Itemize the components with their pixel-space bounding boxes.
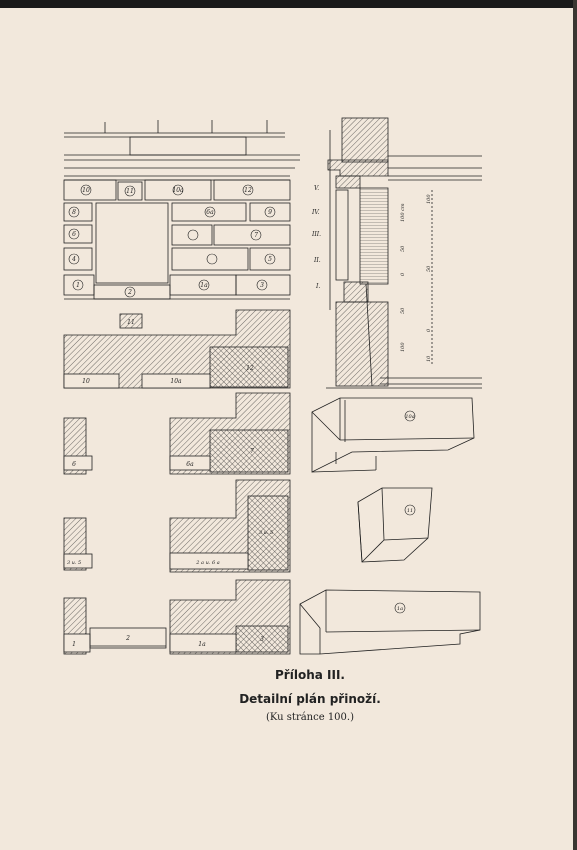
plan-label: 11: [127, 319, 135, 326]
section-level-markers: V. IV. III. II. I.: [311, 185, 321, 290]
scale-tick: 100: [426, 194, 432, 204]
plan-label: 1: [72, 641, 76, 648]
stone-label: 6: [72, 231, 76, 238]
stone-label: 7: [254, 232, 258, 239]
stone-label: 9: [268, 209, 272, 216]
block-label: 11: [407, 508, 413, 514]
elevation-stone-labels: 10 11 10a 12 8 6a 9 6 7 4 5 1 2 1a 3: [68, 184, 276, 298]
level-label: III.: [311, 231, 321, 238]
stone-label: 2: [127, 289, 132, 296]
plan-label: 6a: [186, 461, 194, 468]
stone-label: 8: [72, 209, 76, 216]
plan-label: 1a: [198, 641, 206, 648]
block-label: 1a: [397, 606, 403, 612]
isometric-block-11: [357, 487, 433, 563]
scale-tick: 100 cm: [400, 203, 406, 222]
scale-tick: 50: [400, 245, 406, 252]
block-label: 10a: [405, 414, 414, 420]
stone-label: 3: [260, 282, 264, 289]
level-label: I.: [315, 283, 320, 290]
stone-label: 1: [76, 282, 80, 289]
section-scale-left: 100 cm 50 0 50 100: [400, 203, 406, 352]
plan-labels: 11 10 10a 12 6 6a 7 3 u. 5 3 u. 5 2 a u.…: [67, 319, 273, 648]
scale-tick: 10: [426, 355, 432, 362]
plate-title: Detailní plán přinoží.: [239, 692, 381, 706]
stone-label: 6a: [206, 209, 214, 216]
level-label: IV.: [311, 209, 320, 216]
stone-label: 12: [244, 187, 252, 194]
stone-label: 4: [71, 256, 76, 263]
plan-label: 10: [82, 378, 90, 385]
scale-tick: 50: [400, 307, 406, 314]
plan-label: 2 a u. 6 a: [195, 560, 220, 566]
scale-tick: 50: [426, 265, 432, 272]
plan-label: 10a: [170, 378, 182, 385]
stone-label: 10: [82, 187, 90, 194]
plan-label: 12: [246, 365, 254, 372]
plan-label: 3: [260, 636, 264, 643]
isometric-block-1a: [299, 589, 481, 655]
scale-tick: 0: [426, 328, 432, 332]
isometric-labels: 10a 11 1a: [394, 410, 416, 614]
elevation-drawing: [63, 120, 300, 300]
scale-tick: 0: [400, 272, 406, 276]
plan-sections: [63, 309, 291, 655]
page-edge: [573, 0, 577, 850]
plan-label: 3 u. 5: [259, 530, 273, 536]
plan-label: 3 u. 5: [67, 560, 81, 566]
stone-label: 1a: [200, 282, 208, 289]
vertical-section: [326, 117, 482, 389]
level-label: II.: [313, 257, 321, 264]
stone-label: 11: [126, 188, 134, 195]
plan-label: 2: [125, 635, 130, 642]
level-label: V.: [314, 185, 319, 192]
scale-tick: 100: [400, 342, 406, 352]
plan-label: 6: [72, 461, 76, 468]
isometric-block-10a: [311, 397, 475, 473]
section-scale-right: 100 50 0 10: [426, 194, 432, 362]
stone-label: 5: [268, 256, 272, 263]
appendix-label: Příloha III.: [275, 668, 345, 682]
page-reference: (Ku stránce 100.): [266, 712, 354, 723]
plan-label: 7: [250, 448, 254, 455]
stone-label: 10a: [172, 187, 184, 194]
